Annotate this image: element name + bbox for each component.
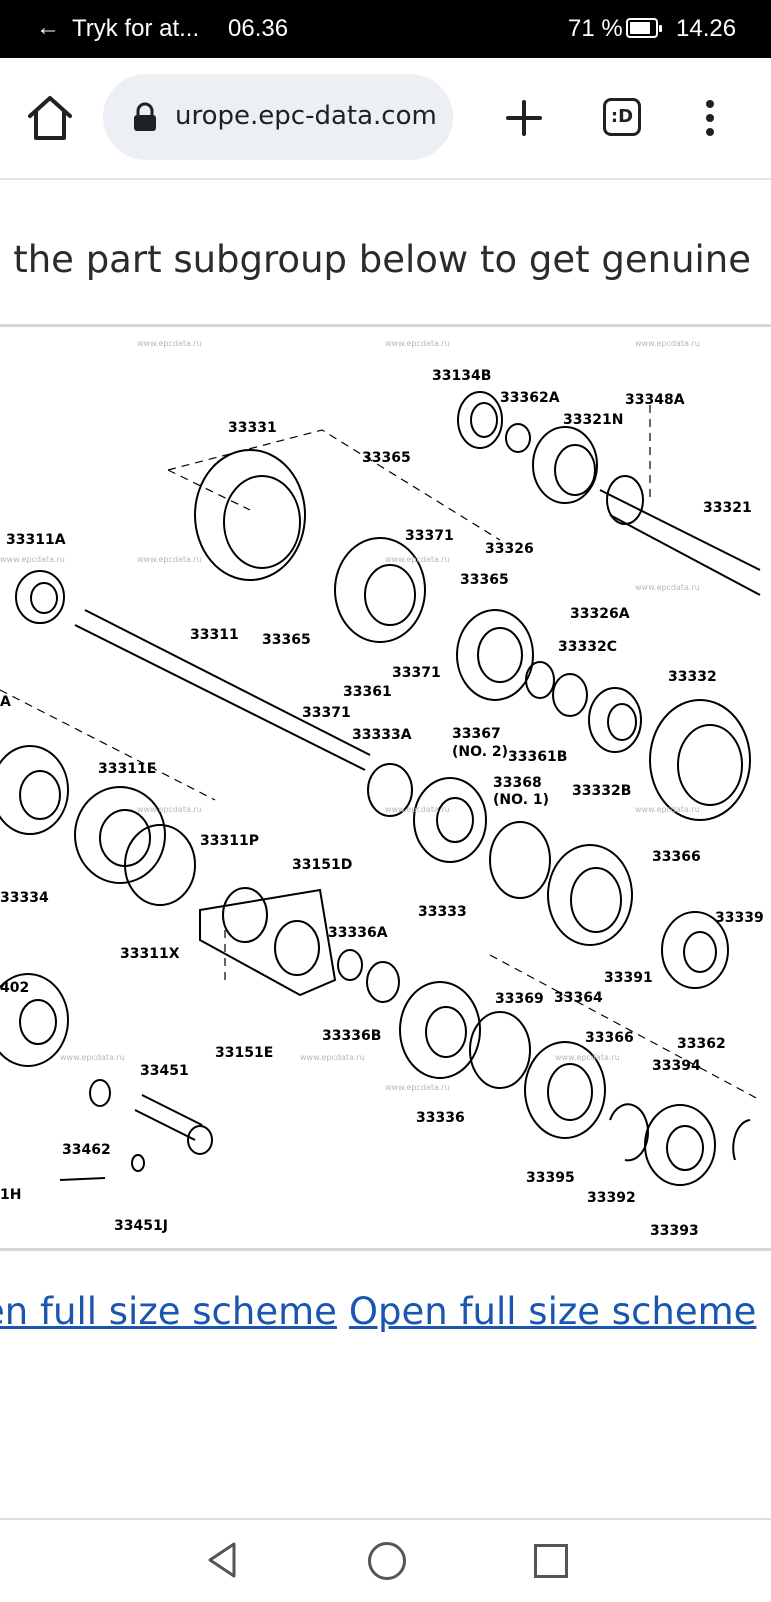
part-label: 33348A xyxy=(625,392,685,408)
watermark-text: www.epcdata.ru xyxy=(635,339,700,348)
clock: 14.26 xyxy=(676,15,737,42)
divider xyxy=(0,324,771,327)
part-label: 33332 xyxy=(668,669,717,685)
part-label: 33331 xyxy=(228,420,277,436)
dashed-guide-lines xyxy=(0,405,761,1101)
part-label: 33362A xyxy=(500,390,560,406)
part-label: 33451J xyxy=(114,1218,168,1234)
part-label: 33362 xyxy=(677,1036,726,1052)
watermark-text: www.epcdata.ru xyxy=(555,1053,620,1062)
watermark-text: www.epcdata.ru xyxy=(0,555,65,564)
watermarks: www.epcdata.ru www.epcdata.ru www.epcdata.… xyxy=(0,339,700,1092)
battery-percent: 71 % xyxy=(568,15,623,42)
part-label: 33336 xyxy=(416,1110,465,1126)
part-label: 33311A xyxy=(6,532,66,548)
watermark-text: www.epcdata.ru xyxy=(635,805,700,814)
part-label: 33371 xyxy=(302,705,351,721)
part-label: 33311 xyxy=(190,627,239,643)
part-label: (NO. 1) xyxy=(493,792,549,808)
part-label: 33451 xyxy=(140,1063,189,1079)
part-label: 33391 xyxy=(604,970,653,986)
browser-toolbar: urope.epc-data.com :D xyxy=(0,58,771,180)
part-label: 33369 xyxy=(495,991,544,1007)
part-label: 33311E xyxy=(98,761,156,777)
intro-text: n the part subgroup below to get genuine xyxy=(0,238,752,281)
part-label: 33339 xyxy=(715,910,764,926)
part-label: 33151E xyxy=(215,1045,273,1061)
part-label: 33134B xyxy=(432,368,491,384)
part-label: 33365 xyxy=(362,450,411,466)
part-label: 33371 xyxy=(392,665,441,681)
part-label: 33392 xyxy=(587,1190,636,1206)
url-text[interactable]: urope.epc-data.com xyxy=(175,101,437,131)
part-label: A xyxy=(0,694,11,710)
part-label: 33361B xyxy=(508,749,567,765)
return-app-time: 06.36 xyxy=(228,15,289,42)
system-nav-bar xyxy=(0,1518,771,1602)
watermark-text: www.epcdata.ru xyxy=(137,555,202,564)
address-bar[interactable]: urope.epc-data.com xyxy=(103,74,453,160)
part-label: 33367 xyxy=(452,726,501,742)
part-label: 402 xyxy=(0,980,29,996)
scheme-links: en full size scheme Open full size scheme xyxy=(0,1290,768,1333)
part-label: 33326A xyxy=(570,606,630,622)
part-label: 33332B xyxy=(572,783,631,799)
part-label: 1H xyxy=(0,1187,21,1203)
part-label: 33333A xyxy=(352,727,412,743)
part-label: 33321N xyxy=(563,412,623,428)
part-label: 33326 xyxy=(485,541,534,557)
watermark-text: www.epcdata.ru xyxy=(137,339,202,348)
home-icon[interactable] xyxy=(24,92,76,144)
battery-icon xyxy=(626,18,662,38)
part-label: 33371 xyxy=(405,528,454,544)
part-label: 33366 xyxy=(652,849,701,865)
back-arrow-icon[interactable]: ← xyxy=(36,14,60,41)
part-label: 33321 xyxy=(703,500,752,516)
status-bar: ← Tryk for at... 06.36 71 % 14.26 xyxy=(0,0,771,58)
return-to-app-text[interactable]: Tryk for at... xyxy=(72,15,200,42)
part-label: 33361 xyxy=(343,684,392,700)
open-full-size-scheme-link[interactable]: en full size scheme xyxy=(0,1290,337,1333)
part-label: 33311X xyxy=(120,946,180,962)
plus-icon[interactable] xyxy=(498,92,550,144)
open-full-size-scheme-link[interactable]: Open full size scheme xyxy=(348,1290,757,1333)
overflow-menu-icon[interactable] xyxy=(700,96,720,140)
lock-icon xyxy=(134,102,156,131)
tab-switcher-icon[interactable]: :D xyxy=(603,98,641,136)
part-label: (NO. 2) xyxy=(452,744,508,760)
watermark-text: www.epcdata.ru xyxy=(385,1083,450,1092)
part-shapes xyxy=(0,391,761,1186)
part-label: 33394 xyxy=(652,1058,701,1074)
part-label: 33365 xyxy=(460,572,509,588)
part-label: 33365 xyxy=(262,632,311,648)
watermark-text: www.epcdata.ru xyxy=(635,583,700,592)
recents-square-icon[interactable] xyxy=(534,1544,568,1578)
back-triangle-icon[interactable] xyxy=(204,1540,238,1580)
watermark-text: www.epcdata.ru xyxy=(385,805,450,814)
part-label: 33462 xyxy=(62,1142,111,1158)
part-label: 33311P xyxy=(200,833,259,849)
home-circle-icon[interactable] xyxy=(368,1542,406,1580)
part-label: 33334 xyxy=(0,890,49,906)
part-label: 33336A xyxy=(328,925,388,941)
watermark-text: www.epcdata.ru xyxy=(385,339,450,348)
part-label: 33395 xyxy=(526,1170,575,1186)
watermark-text: www.epcdata.ru xyxy=(137,805,202,814)
part-label: 33366 xyxy=(585,1030,634,1046)
part-label: 33336B xyxy=(322,1028,381,1044)
watermark-text: www.epcdata.ru xyxy=(385,555,450,564)
watermark-text: www.epcdata.ru xyxy=(300,1053,365,1062)
part-label: 33332C xyxy=(558,639,617,655)
part-label: 33368 xyxy=(493,775,542,791)
part-label: 33151D xyxy=(292,857,352,873)
watermark-text: www.epcdata.ru xyxy=(60,1053,125,1062)
part-label: 33364 xyxy=(554,990,603,1006)
divider xyxy=(0,1248,771,1251)
part-label: 33333 xyxy=(418,904,467,920)
part-label: 33393 xyxy=(650,1223,699,1239)
